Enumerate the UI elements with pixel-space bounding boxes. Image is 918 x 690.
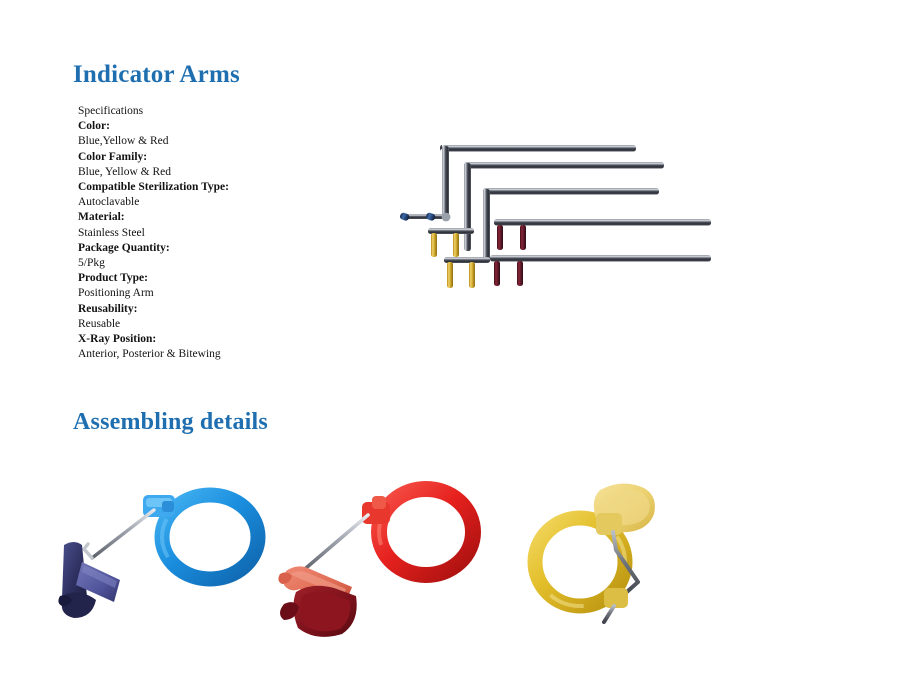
- spec-label-color: Color:: [78, 120, 110, 133]
- red-aiming-ring: [371, 481, 481, 583]
- spec-value-package-quantity: 5/Pkg: [78, 257, 105, 270]
- spec-value-color: Blue,Yellow & Red: [78, 135, 169, 148]
- spec-value-material: Stainless Steel: [78, 226, 145, 239]
- spec-label-product-type: Product Type:: [78, 272, 148, 285]
- indicator-arm-4: [494, 219, 711, 250]
- blue-indicator-rod: [82, 508, 156, 560]
- yellow-indicator-rod: [611, 530, 640, 600]
- red-assembly-photo: [278, 470, 508, 645]
- indicator-arm-3: [483, 188, 659, 261]
- spec-value-color-family: Blue, Yellow & Red: [78, 165, 171, 178]
- blue-ring-connector: [143, 495, 175, 517]
- spec-label-xray-position: X-Ray Position:: [78, 333, 157, 346]
- indicator-arms-photo: [386, 133, 726, 303]
- red-bite-block: [280, 585, 357, 637]
- blue-pin-bar: [400, 212, 451, 222]
- spec-value-xray-position: Anterior, Posterior & Bitewing: [78, 348, 221, 361]
- spec-value-sterilization-type: Autoclavable: [78, 196, 140, 209]
- indicator-arm-1: [440, 145, 636, 220]
- spec-label-material: Material:: [78, 211, 125, 224]
- yellow-ring-connector: [602, 588, 628, 624]
- spec-value-reusability: Reusable: [78, 317, 121, 330]
- yellow-bite-block: [593, 483, 655, 535]
- blue-assembly-photo: [58, 470, 288, 645]
- spec-heading: Specifications: [78, 105, 144, 117]
- gold-pin-bar-lower: [444, 257, 490, 288]
- spec-label-package-quantity: Package Quantity:: [78, 241, 170, 254]
- blue-aiming-ring: [154, 487, 266, 587]
- spec-label-sterilization-type: Compatible Sterilization Type:: [78, 181, 229, 194]
- spec-value-product-type: Positioning Arm: [78, 287, 154, 300]
- red-ring-connector: [362, 496, 390, 524]
- gold-pin-bar-upper: [428, 228, 474, 257]
- indicator-arm-2: [464, 162, 664, 251]
- page-title-assembling-details: Assembling details: [73, 409, 268, 435]
- spec-label-color-family: Color Family:: [78, 150, 148, 163]
- blue-bite-block: [58, 542, 120, 618]
- yellow-assembly-photo: [522, 470, 722, 645]
- indicator-arm-5: [490, 255, 711, 286]
- spec-label-reusability: Reusability:: [78, 302, 138, 315]
- page-title-indicator-arms: Indicator Arms: [73, 61, 240, 88]
- red-indicator-rod: [304, 513, 370, 570]
- specifications-list: Specifications Color: Blue,Yellow & Red …: [78, 104, 378, 362]
